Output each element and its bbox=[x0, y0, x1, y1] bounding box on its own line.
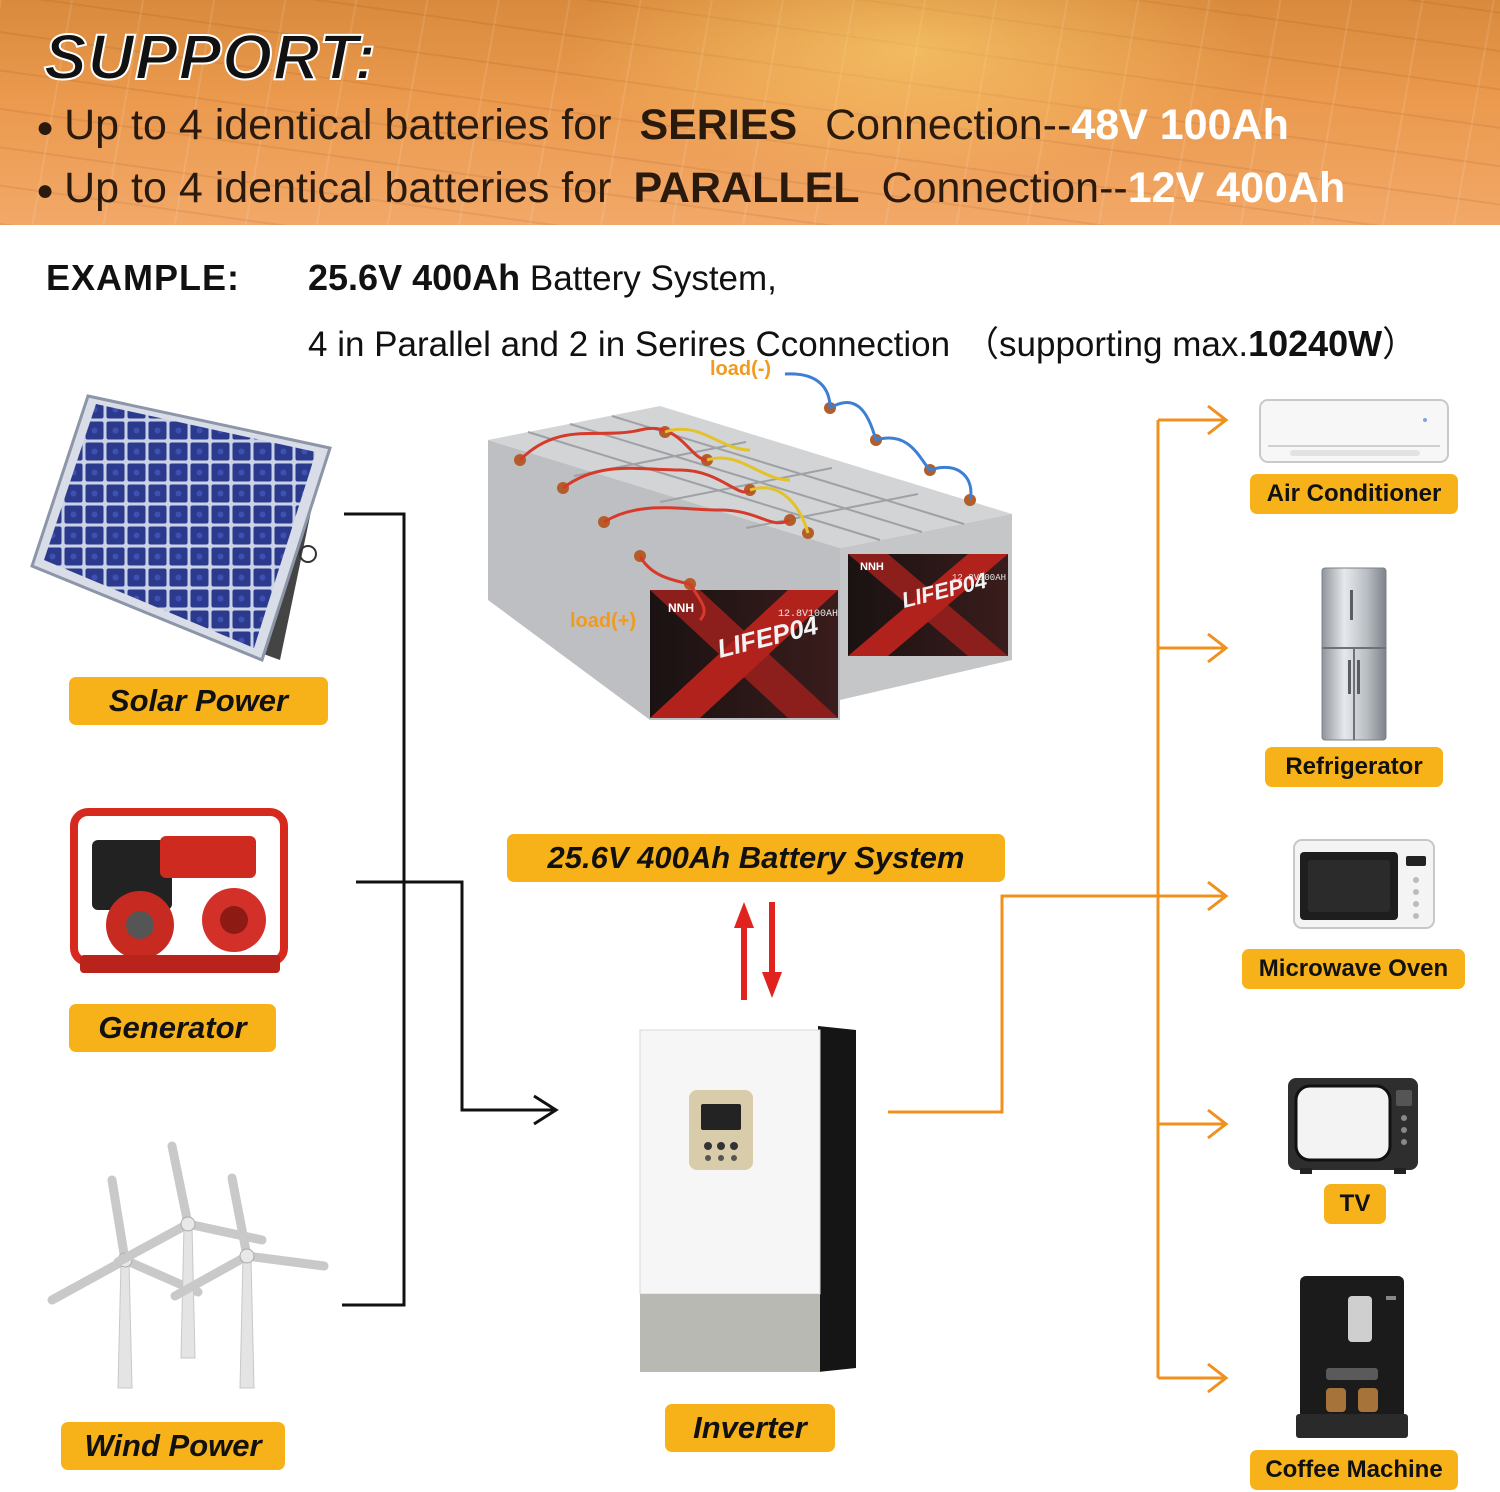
battery-system-label: 25.6V 400Ah Battery System bbox=[507, 834, 1005, 882]
banner-title: SUPPORT: bbox=[43, 20, 377, 94]
load-negative-label: load(-) bbox=[710, 358, 772, 380]
bullet-icon: ● bbox=[36, 173, 55, 207]
series-support-line: ●Up to 4 identical batteries for SERIES … bbox=[36, 101, 1289, 149]
series-rating: 48V 100Ah bbox=[1071, 101, 1289, 149]
wind-turbine-icon bbox=[47, 1141, 329, 1389]
inverter-label: Inverter bbox=[665, 1404, 835, 1452]
solar-power-label: Solar Power bbox=[69, 677, 328, 725]
parallel-rating: 12V 400Ah bbox=[1127, 164, 1346, 212]
battery-rating-2: 12.8V100AH bbox=[952, 573, 1006, 583]
refrigerator-label: Refrigerator bbox=[1265, 747, 1443, 787]
battery-rating-1: 12.8V100AH bbox=[778, 609, 838, 620]
series-emphasis: SERIES bbox=[639, 101, 798, 149]
example-system-rating: 25.6V 400Ah bbox=[308, 257, 521, 298]
tv-icon bbox=[1288, 1078, 1418, 1174]
microwave-icon bbox=[1293, 839, 1435, 929]
air-conditioner-icon bbox=[1259, 399, 1449, 463]
battery-brand-1: NNH bbox=[668, 601, 694, 615]
example-max-power: 10240W bbox=[1248, 323, 1383, 364]
coffee-machine-icon bbox=[1296, 1276, 1408, 1438]
tv-label: TV bbox=[1324, 1184, 1386, 1224]
charge-discharge-arrows-icon bbox=[734, 902, 782, 1000]
microwave-oven-label: Microwave Oven bbox=[1242, 949, 1465, 989]
output-connector bbox=[888, 404, 1229, 1394]
input-connector bbox=[342, 512, 559, 1307]
air-conditioner-label: Air Conditioner bbox=[1250, 474, 1458, 514]
battery-bank-icon: NNH LIFEP04 12.8V100AH NNH LIFEP04 12.8V… bbox=[488, 372, 1012, 720]
coffee-machine-label: Coffee Machine bbox=[1250, 1450, 1458, 1490]
solar-panel-icon bbox=[30, 394, 332, 663]
generator-icon bbox=[70, 808, 288, 973]
load-positive-label: load(+) bbox=[570, 610, 637, 632]
inverter-icon bbox=[639, 1026, 856, 1372]
example-connection-line: 4 in Parallel and 2 in Serires Cconnecti… bbox=[308, 323, 1418, 364]
example-system-line: 25.6V 400Ah Battery System, bbox=[308, 257, 777, 298]
support-banner: SUPPORT: ●Up to 4 identical batteries fo… bbox=[0, 0, 1500, 225]
example-label: EXAMPLE: bbox=[46, 257, 241, 298]
parallel-emphasis: PARALLEL bbox=[633, 164, 860, 212]
generator-label: Generator bbox=[69, 1004, 276, 1052]
parallel-support-line: ●Up to 4 identical batteries for PARALLE… bbox=[36, 164, 1346, 212]
wind-power-label: Wind Power bbox=[61, 1422, 285, 1470]
refrigerator-icon bbox=[1321, 567, 1387, 741]
bullet-icon: ● bbox=[36, 110, 55, 144]
battery-brand-2: NNH bbox=[860, 561, 884, 573]
